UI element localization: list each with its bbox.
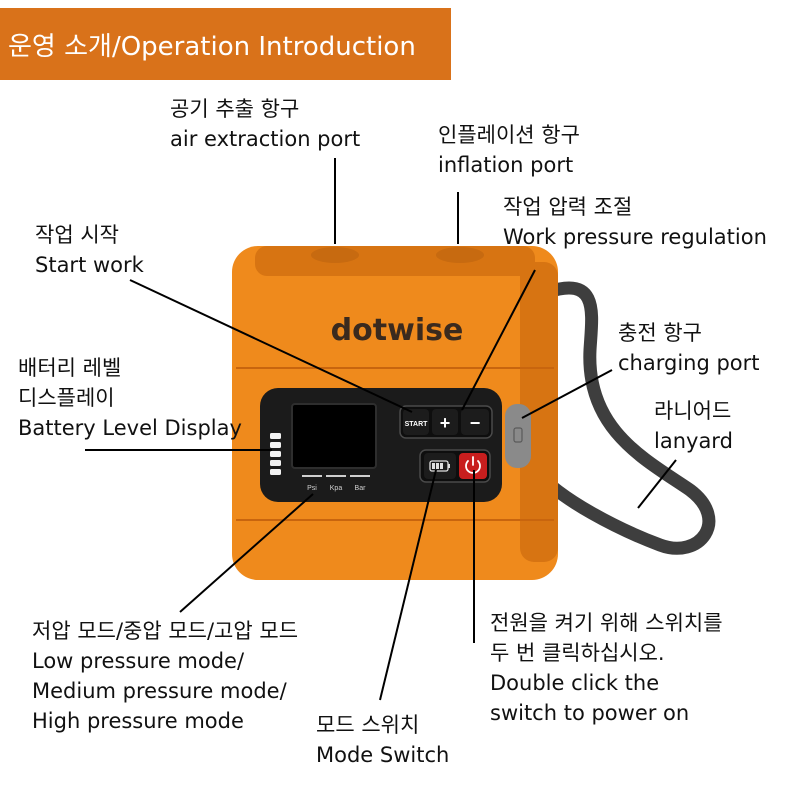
mode-switch-en: Mode Switch bbox=[316, 743, 450, 767]
charging-port-icon bbox=[513, 427, 523, 443]
leader-work-pressure bbox=[461, 269, 536, 411]
battery-en: Battery Level Display bbox=[18, 416, 242, 440]
start-work-en: Start work bbox=[35, 253, 144, 277]
power-button[interactable] bbox=[459, 453, 487, 479]
start-button-label: START bbox=[405, 421, 429, 428]
pressure-mode-ko: 저압 모드/중압 모드/고압 모드 bbox=[32, 619, 299, 643]
air-extraction-port-icon bbox=[311, 247, 359, 263]
callout-work-pressure-regulation: 작업 압력 조절 Work pressure regulation bbox=[503, 192, 767, 252]
callout-charging-port: 충전 항구 charging port bbox=[618, 318, 760, 378]
power-en-2: switch to power on bbox=[490, 701, 690, 725]
callout-power-switch: 전원을 켜기 위해 스위치를 두 번 클릭하십시오. Double click … bbox=[490, 608, 723, 728]
inflation-ko: 인플레이션 항구 bbox=[438, 123, 580, 147]
mode-switch-ko: 모드 스위치 bbox=[316, 713, 420, 737]
power-ko-2: 두 번 클릭하십시오. bbox=[490, 641, 665, 665]
minus-button[interactable] bbox=[461, 409, 489, 435]
pressure-mode-en-1: Low pressure mode/ bbox=[32, 649, 245, 673]
banner-title: 운영 소개/Operation Introduction bbox=[8, 31, 416, 62]
minus-button-label: − bbox=[470, 413, 481, 433]
leader-lanyard bbox=[637, 459, 677, 509]
plus-button[interactable] bbox=[432, 409, 458, 435]
lanyard-en: lanyard bbox=[654, 429, 733, 453]
power-en-1: Double click the bbox=[490, 671, 660, 695]
charging-port-cover bbox=[505, 404, 531, 468]
work-pressure-en: Work pressure regulation bbox=[503, 225, 767, 249]
air-extraction-en: air extraction port bbox=[170, 127, 361, 151]
lanyard-strap bbox=[528, 281, 716, 555]
callout-pressure-mode: 저압 모드/중압 모드/고압 모드 Low pressure mode/ Med… bbox=[32, 616, 298, 736]
leader-pressure-mode bbox=[179, 493, 314, 613]
battery-ko-2: 디스플레이 bbox=[18, 386, 115, 410]
inflation-en: inflation port bbox=[438, 153, 574, 177]
brand-logo: dotwise bbox=[331, 313, 464, 348]
callout-air-extraction-port: 공기 추출 항구 air extraction port bbox=[170, 94, 360, 154]
leader-charging bbox=[521, 369, 613, 419]
device-side-shade bbox=[520, 262, 558, 562]
start-work-ko: 작업 시작 bbox=[35, 223, 119, 247]
charging-ko: 충전 항구 bbox=[618, 321, 702, 345]
plus-button-label: + bbox=[440, 413, 451, 433]
mode-label-psi: Psi bbox=[307, 485, 317, 492]
air-extraction-ko: 공기 추출 항구 bbox=[170, 97, 300, 121]
mode-switch-icon bbox=[429, 460, 450, 472]
callout-battery-level-display: 배터리 레벨 디스플레이 Battery Level Display bbox=[18, 353, 242, 443]
lcd-display bbox=[291, 403, 377, 469]
callout-inflation-port: 인플레이션 항구 inflation port bbox=[438, 120, 580, 180]
leader-lines bbox=[85, 158, 677, 701]
callout-lanyard: 라니어드 lanyard bbox=[654, 396, 733, 456]
battery-level-indicator bbox=[270, 433, 281, 475]
lanyard-ko: 라니어드 bbox=[654, 399, 732, 423]
leader-mode-switch bbox=[379, 469, 437, 701]
work-pressure-ko: 작업 압력 조절 bbox=[503, 195, 633, 219]
leader-start-work bbox=[129, 279, 413, 413]
device-top-face bbox=[255, 246, 535, 276]
battery-ko-1: 배터리 레벨 bbox=[18, 356, 122, 380]
mode-label-kpa: Kpa bbox=[330, 485, 343, 492]
title-banner: 운영 소개/Operation Introduction bbox=[0, 8, 451, 80]
pressure-mode-en-2: Medium pressure mode/ bbox=[32, 679, 287, 703]
power-ko-1: 전원을 켜기 위해 스위치를 bbox=[490, 611, 723, 635]
callout-start-work: 작업 시작 Start work bbox=[35, 220, 144, 280]
start-button[interactable] bbox=[403, 409, 429, 435]
pressure-mode-en-3: High pressure mode bbox=[32, 709, 244, 733]
callout-mode-switch: 모드 스위치 Mode Switch bbox=[316, 710, 449, 770]
inflation-port-icon bbox=[436, 247, 484, 263]
charging-en: charging port bbox=[618, 351, 760, 375]
mode-label-bar: Bar bbox=[355, 485, 367, 492]
